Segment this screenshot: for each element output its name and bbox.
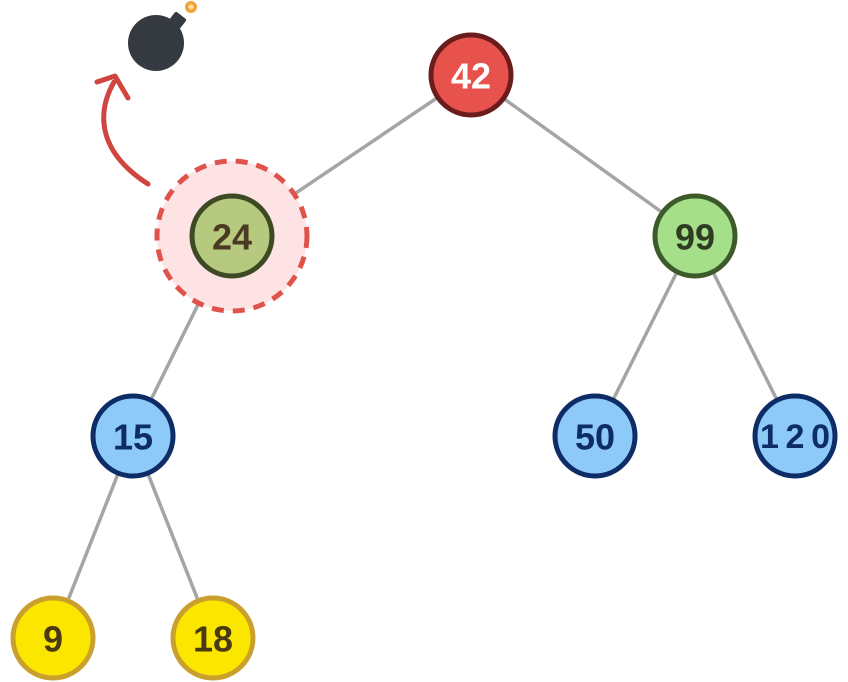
tree-node-42: 42 bbox=[428, 32, 514, 118]
tree-edge-n42-n99 bbox=[469, 73, 697, 238]
curved-arrow-icon bbox=[94, 73, 151, 187]
node-label: 50 bbox=[575, 417, 615, 458]
node-label: 99 bbox=[675, 217, 715, 258]
node-circle bbox=[652, 193, 738, 279]
tree-node-120: 120 bbox=[752, 393, 838, 479]
node-label: 15 bbox=[113, 417, 153, 458]
node-label: 42 bbox=[451, 56, 491, 97]
tree-node-18: 18 bbox=[170, 595, 256, 681]
tree-edges bbox=[51, 73, 797, 639]
node-label: 24 bbox=[212, 217, 252, 258]
node-circle bbox=[752, 393, 838, 479]
tree-node-15: 15 bbox=[90, 393, 176, 479]
node-label: 9 bbox=[43, 619, 63, 660]
tree-node-50: 50 bbox=[552, 393, 638, 479]
node-circle bbox=[90, 393, 176, 479]
node-circle bbox=[428, 32, 514, 118]
bomb-icon bbox=[128, 1, 197, 71]
tree-nodes: 42 24 99 15 50 120 9 18 bbox=[10, 32, 838, 681]
tree-node-99: 99 bbox=[652, 193, 738, 279]
tree-node-9: 9 bbox=[10, 595, 96, 681]
node-circle bbox=[552, 393, 638, 479]
node-circle bbox=[189, 193, 275, 279]
node-label: 120 bbox=[760, 418, 830, 456]
node-circle bbox=[10, 595, 96, 681]
node-circle bbox=[170, 595, 256, 681]
node-label: 18 bbox=[193, 619, 233, 660]
tree-node-24: 24 bbox=[189, 193, 275, 279]
